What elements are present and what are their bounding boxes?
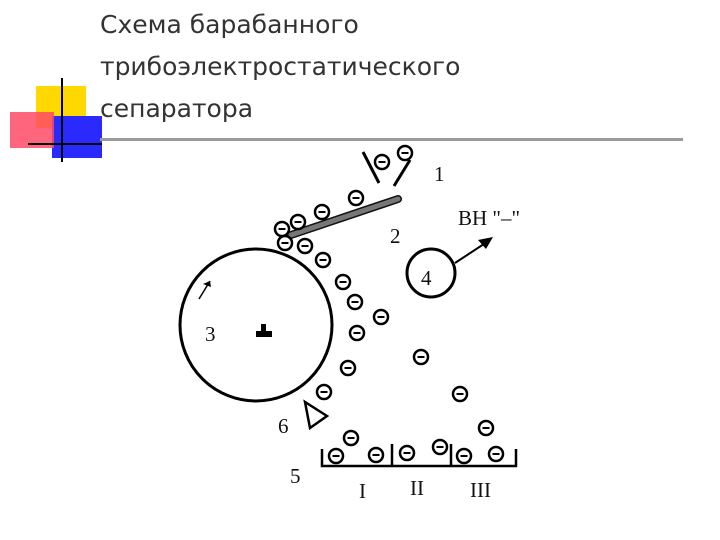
particle	[334, 273, 352, 291]
title-line-3: сепаратора	[100, 94, 254, 123]
particle	[346, 293, 364, 311]
particle	[372, 308, 390, 326]
label-chute: 2	[390, 224, 401, 248]
particle	[477, 419, 495, 437]
particle	[342, 429, 360, 447]
particle	[396, 144, 414, 162]
scraper	[303, 399, 330, 431]
particle	[273, 220, 291, 238]
title-line-1: Схема барабанного	[100, 10, 359, 39]
drum	[178, 247, 334, 403]
particle	[487, 445, 505, 463]
particle	[339, 359, 357, 377]
electrode	[405, 247, 457, 299]
particle	[451, 385, 469, 403]
particle	[296, 237, 314, 255]
particle	[314, 251, 332, 269]
decorative-corner-squares	[0, 0, 110, 170]
label-hopper: 1	[434, 162, 445, 186]
decorative-squares-graphic	[10, 78, 102, 162]
label-drum: 3	[205, 322, 216, 346]
title-line-2: трибоэлектростатического	[100, 52, 461, 81]
particle	[398, 444, 416, 462]
label-scraper: 6	[278, 414, 289, 438]
red-square	[10, 112, 54, 148]
particle	[367, 446, 385, 464]
particle	[412, 348, 430, 366]
collection-bins	[320, 444, 518, 468]
label-bin-3: III	[470, 478, 491, 502]
particle	[315, 383, 333, 401]
blue-square	[52, 116, 102, 158]
particle	[348, 324, 366, 342]
drum-axis	[256, 324, 272, 337]
rotation-arrow	[198, 280, 211, 300]
particle	[373, 153, 391, 171]
label-high-voltage: ВН "–"	[458, 206, 520, 230]
particle	[327, 447, 345, 465]
label-bins: 5	[290, 464, 301, 488]
feed-hopper	[361, 151, 412, 187]
label-electrode: 4	[421, 266, 432, 290]
particle	[347, 189, 365, 207]
particle	[276, 234, 294, 252]
particle	[313, 203, 331, 221]
label-bin-2: II	[410, 476, 424, 500]
title-divider	[100, 138, 683, 141]
label-bin-1: I	[359, 479, 366, 503]
particle	[455, 447, 473, 465]
particle	[431, 438, 449, 456]
voltage-arrow	[454, 237, 493, 264]
particle	[289, 213, 307, 231]
slide-title: Схема барабанного трибоэлектростатическо…	[100, 4, 700, 130]
